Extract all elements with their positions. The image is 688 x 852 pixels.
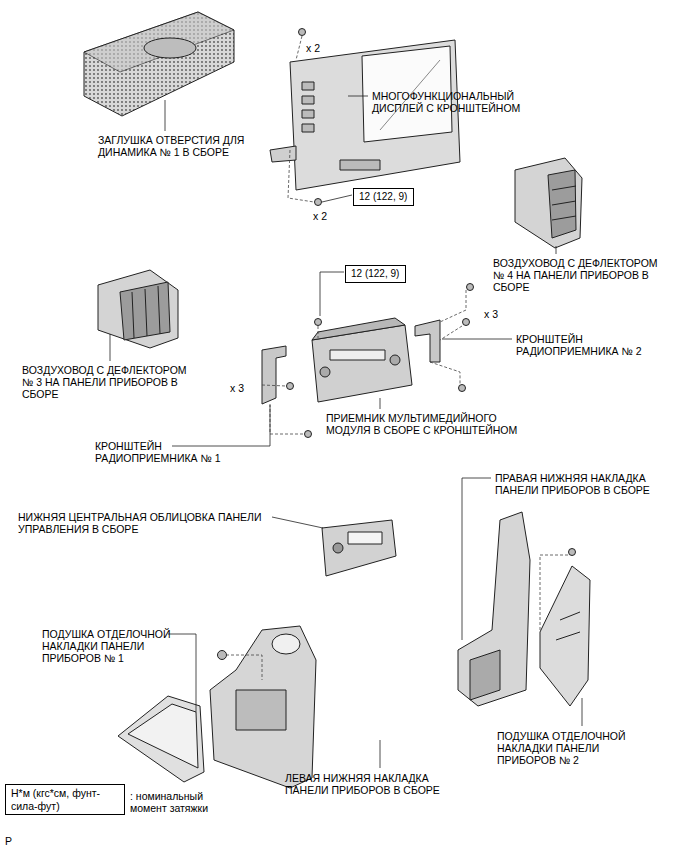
part-name: ВОЗДУХОВОД С ДЕФЛЕКТОРОМ № 4 НА ПАНЕЛИ П… [493,257,671,293]
torque-box: 12 (122, 9) [353,188,414,206]
quantity-mark: x 2 [313,210,327,222]
part-name: ПОДУШКА ОТДЕЛОЧНОЙ НАКЛАДКИ ПАНЕЛИ ПРИБО… [42,628,180,664]
box-text: 12 (122, 9) [351,268,400,280]
figure-code: P [5,835,12,847]
part-name: ЗАГЛУШКА ОТВЕРСТИЯ ДЛЯ ДИНАМИКА № 1 В СБ… [98,134,268,158]
quantity-mark: x 3 [230,382,244,394]
box-text: 12 (122, 9) [359,191,408,203]
legend-box: Н*м (кгс*см, фунт-сила-фут) [5,784,125,815]
part-name: КРОНШТЕЙН РАДИОПРИЕМНИКА № 2 [516,333,648,357]
quantity-mark: x 3 [484,308,498,320]
torque-box: 12 (122, 9) [345,265,406,283]
box-text: Н*м (кгс*см, фунт-сила-фут) [11,787,119,812]
part-name: ПРАВАЯ НИЖНЯЯ НАКЛАДКА ПАНЕЛИ ПРИБОРОВ В… [495,472,667,496]
legend-note: : номинальный момент затяжки [130,790,226,814]
quantity-mark: x 2 [306,42,320,54]
part-name: ПОДУШКА ОТДЕЛОЧНОЙ НАКЛАДКИ ПАНЕЛИ ПРИБО… [497,730,635,766]
part-name: ЛЕВАЯ НИЖНЯЯ НАКЛАДКА ПАНЕЛИ ПРИБОРОВ В … [285,772,449,796]
part-name: КРОНШТЕЙН РАДИОПРИЕМНИКА № 1 [95,440,227,464]
part-name: НИЖНЯЯ ЦЕНТРАЛЬНАЯ ОБЛИЦОВКА ПАНЕЛИ УПРА… [18,511,270,535]
part-name: МНОГОФУНКЦИОНАЛЬНЫЙ ДИСПЛЕЙ С КРОНШТЕЙНО… [372,90,568,114]
part-name: ПРИЕМНИК МУЛЬТИМЕДИЙНОГО МОДУЛЯ В СБОРЕ … [326,412,530,436]
part-name: ВОЗДУХОВОД С ДЕФЛЕКТОРОМ № 3 НА ПАНЕЛИ П… [22,364,200,400]
